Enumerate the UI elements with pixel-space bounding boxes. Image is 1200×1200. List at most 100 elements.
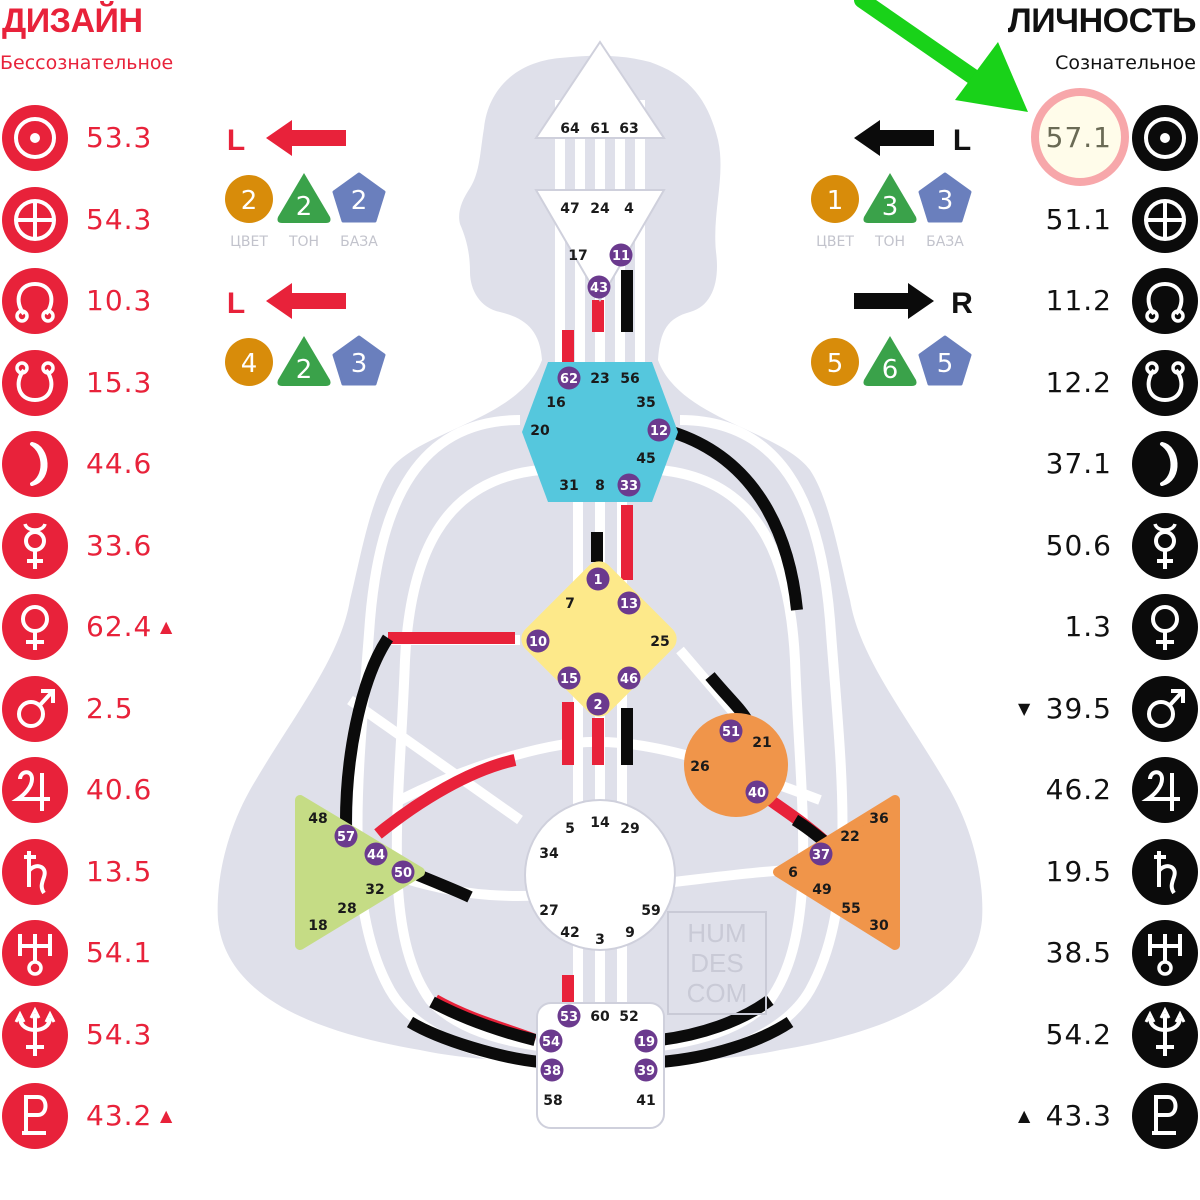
gate-6: 6 bbox=[788, 865, 798, 881]
svg-text:L: L bbox=[227, 287, 245, 320]
venus-icon bbox=[2, 594, 68, 660]
gate-27: 27 bbox=[539, 903, 558, 919]
svg-text:5: 5 bbox=[565, 821, 575, 837]
moon-icon bbox=[2, 431, 68, 497]
gate-61: 61 bbox=[590, 121, 609, 137]
svg-text:R: R bbox=[951, 287, 973, 320]
svg-text:12: 12 bbox=[650, 424, 668, 439]
tone-value: 6 bbox=[882, 355, 899, 385]
svg-text:34: 34 bbox=[539, 846, 559, 862]
personality-planet-value: 38.5 bbox=[1045, 936, 1112, 969]
color-label: ЦВЕТ bbox=[816, 234, 854, 250]
base-label: БАЗА bbox=[340, 234, 378, 250]
jupiter-icon bbox=[2, 757, 68, 823]
gate-1: 1 bbox=[586, 567, 610, 591]
base-value: 2 bbox=[351, 186, 368, 216]
gate-50: 50 bbox=[391, 860, 415, 884]
gate-49: 49 bbox=[812, 882, 831, 898]
personality-planet-value: 11.2 bbox=[1045, 284, 1112, 317]
svg-text:56: 56 bbox=[620, 371, 639, 387]
svg-text:54: 54 bbox=[542, 1035, 560, 1050]
design-planet-row: 53.3 bbox=[0, 103, 200, 173]
svg-text:28: 28 bbox=[337, 901, 356, 917]
design-planet-row: 44.6 bbox=[0, 429, 200, 499]
svg-text:1: 1 bbox=[593, 573, 602, 588]
design-planet-value: 13.5 bbox=[86, 854, 153, 888]
gate-33: 33 bbox=[617, 473, 641, 497]
gate-56: 56 bbox=[620, 371, 639, 387]
svg-text:14: 14 bbox=[590, 815, 610, 831]
gate-43: 43 bbox=[587, 275, 611, 299]
svg-text:55: 55 bbox=[841, 901, 860, 917]
north-node-icon bbox=[1132, 268, 1198, 334]
gate-31: 31 bbox=[559, 478, 578, 494]
design-planet-row: 15.3 bbox=[0, 348, 200, 418]
personality-planet-marker: ▲ bbox=[1018, 1106, 1031, 1125]
design-planet-row: 10.3 bbox=[0, 266, 200, 336]
svg-text:35: 35 bbox=[636, 395, 655, 411]
personality-planet-row: 51.1 bbox=[1000, 185, 1200, 255]
personality-planet-value: 46.2 bbox=[1045, 773, 1112, 806]
svg-text:41: 41 bbox=[636, 1093, 655, 1109]
neptune-icon bbox=[2, 1001, 68, 1068]
gate-13: 13 bbox=[617, 591, 641, 615]
gate-64: 64 bbox=[560, 121, 580, 137]
gate-55: 55 bbox=[841, 901, 860, 917]
spleen-center bbox=[295, 795, 425, 950]
sacral-center bbox=[524, 799, 676, 951]
personality-title: ЛИЧНОСТЬ bbox=[1007, 2, 1197, 40]
gate-36: 36 bbox=[869, 811, 888, 827]
svg-text:24: 24 bbox=[590, 201, 610, 217]
design-planet-row: 2.5 bbox=[0, 674, 200, 744]
gate-16: 16 bbox=[546, 395, 565, 411]
gate-14: 14 bbox=[590, 815, 610, 831]
gate-12: 12 bbox=[647, 418, 671, 442]
design-planet-row: 43.2▲ bbox=[0, 1081, 200, 1151]
design-planet-value: 43.2 bbox=[86, 1099, 153, 1132]
gate-44: 44 bbox=[364, 842, 388, 866]
personality-planet-value: 57.1 bbox=[1045, 121, 1112, 154]
gate-23: 23 bbox=[590, 371, 609, 387]
gate-30: 30 bbox=[869, 918, 889, 934]
sun-icon bbox=[2, 105, 68, 171]
personality-planet-row: 50.6 bbox=[1000, 511, 1200, 581]
design-planet-value: 54.3 bbox=[86, 1017, 153, 1051]
tone-badge bbox=[277, 173, 331, 223]
gate-29: 29 bbox=[620, 821, 639, 837]
gate-19: 19 bbox=[634, 1029, 658, 1053]
svg-text:L: L bbox=[953, 124, 971, 157]
ajna-center bbox=[534, 189, 666, 302]
personality-planet-row: 57.1 bbox=[1000, 103, 1200, 173]
gate-26: 26 bbox=[690, 759, 709, 775]
svg-text:53: 53 bbox=[560, 1010, 578, 1025]
svg-text:29: 29 bbox=[620, 821, 639, 837]
svg-text:62: 62 bbox=[560, 372, 578, 387]
base-badge bbox=[918, 335, 972, 386]
svg-text:48: 48 bbox=[308, 811, 327, 827]
gate-62: 62 bbox=[557, 366, 581, 390]
gate-3: 3 bbox=[595, 932, 605, 948]
personality-planet-value: 43.3 bbox=[1045, 1099, 1112, 1132]
gate-18: 18 bbox=[308, 918, 327, 934]
svg-text:22: 22 bbox=[840, 829, 859, 845]
gate-17: 17 bbox=[568, 248, 587, 264]
gate-2: 2 bbox=[586, 692, 610, 716]
design-subtitle: Бессознательное bbox=[0, 52, 174, 74]
gate-25: 25 bbox=[650, 634, 669, 650]
tone-value: 2 bbox=[296, 355, 313, 385]
gate-24: 24 bbox=[590, 201, 610, 217]
design-planet-value: 2.5 bbox=[86, 691, 134, 725]
tone-badge bbox=[863, 336, 917, 386]
svg-text:57: 57 bbox=[337, 830, 355, 845]
base-badge bbox=[332, 172, 386, 223]
personality-planet-row: 43.3 ▲ bbox=[1000, 1081, 1200, 1151]
highlight-ring bbox=[1031, 88, 1129, 186]
color-value: 1 bbox=[827, 186, 844, 216]
svg-text:8: 8 bbox=[595, 478, 605, 494]
design-planet-value: 54.1 bbox=[86, 936, 153, 969]
svg-text:49: 49 bbox=[812, 882, 831, 898]
color-value: 4 bbox=[241, 349, 258, 379]
